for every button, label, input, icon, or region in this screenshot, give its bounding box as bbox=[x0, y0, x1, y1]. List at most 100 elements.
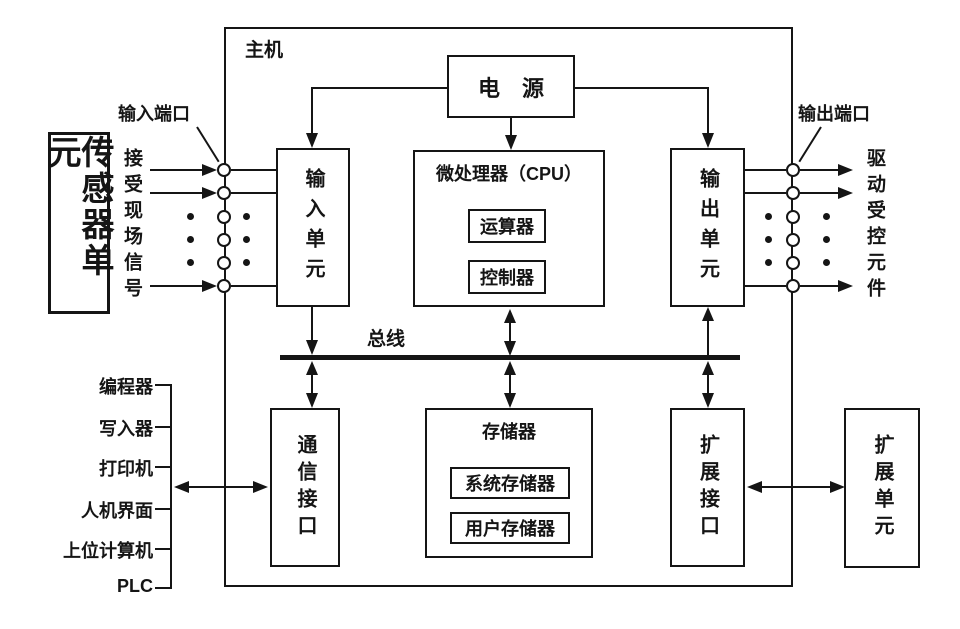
arrowhead-right-expunit bbox=[830, 481, 845, 493]
main-enclosure-label: 主机 bbox=[245, 40, 284, 61]
output-port-circle bbox=[786, 163, 800, 177]
power-drop-right bbox=[707, 87, 709, 135]
input-connector bbox=[231, 285, 276, 287]
power-supply-box: 电 源 bbox=[447, 55, 575, 118]
ellipsis-dot bbox=[243, 213, 250, 220]
peripheral-item: 上位计算机 bbox=[63, 541, 153, 561]
output-connector bbox=[745, 169, 786, 171]
memory-box bbox=[425, 408, 593, 558]
input-to-bus-line bbox=[311, 307, 313, 342]
input-connector bbox=[231, 169, 276, 171]
user-memory-box: 用户存储器 bbox=[450, 512, 570, 544]
output-wire bbox=[800, 169, 840, 171]
peripheral-tick bbox=[155, 426, 172, 428]
cpu-box bbox=[413, 150, 605, 307]
controller-box: 控制器 bbox=[468, 260, 546, 294]
input-unit-box: 输入单元 bbox=[276, 148, 350, 307]
arrowhead-down-output bbox=[702, 133, 714, 148]
peripheral-tick bbox=[155, 587, 172, 589]
arrowhead-right-out1 bbox=[838, 164, 853, 176]
cpu-title: 微处理器（CPU） bbox=[435, 164, 582, 184]
comm-link-line bbox=[186, 486, 256, 488]
output-port-circle bbox=[786, 210, 800, 224]
ellipsis-dot bbox=[187, 213, 194, 220]
ellipsis-dot bbox=[823, 259, 830, 266]
expansion-unit-box: 扩展单元 bbox=[844, 408, 920, 568]
arrowhead-down-bus bbox=[504, 341, 516, 356]
peripheral-tick bbox=[155, 508, 172, 510]
output-port-circle bbox=[786, 256, 800, 270]
arrowhead-right-comm bbox=[253, 481, 268, 493]
ellipsis-dot bbox=[187, 259, 194, 266]
arrowhead-right-out2 bbox=[838, 187, 853, 199]
alu-label: 运算器 bbox=[480, 217, 534, 237]
input-connector bbox=[231, 192, 276, 194]
output-target-caption: 驱动受控元件 bbox=[864, 148, 885, 304]
power-supply-label: 电 源 bbox=[477, 75, 544, 101]
output-port-circle bbox=[786, 233, 800, 247]
sensor-unit-label: 传感器单元 bbox=[44, 135, 114, 279]
bus-line bbox=[280, 355, 740, 360]
arrowhead-up-bus bbox=[504, 361, 516, 375]
expansion-link-line bbox=[759, 486, 833, 488]
arrowhead-right-in6 bbox=[202, 280, 217, 292]
input-port-circle bbox=[217, 256, 231, 270]
ellipsis-dot bbox=[823, 213, 830, 220]
bus-to-output-line bbox=[707, 319, 709, 355]
ellipsis-dot bbox=[765, 236, 772, 243]
input-port-label: 输入端口 bbox=[118, 104, 190, 124]
input-wire bbox=[150, 169, 204, 171]
power-line-right bbox=[575, 87, 708, 89]
input-port-circle bbox=[217, 163, 231, 177]
input-port-pointer-line bbox=[196, 126, 220, 163]
input-wire bbox=[150, 285, 204, 287]
ellipsis-dot bbox=[187, 236, 194, 243]
bus-label: 总线 bbox=[367, 329, 406, 350]
arrowhead-down-bus bbox=[306, 340, 318, 355]
output-wire bbox=[800, 285, 840, 287]
controller-label: 控制器 bbox=[480, 268, 534, 288]
input-signal-caption: 接受现场信号 bbox=[121, 148, 142, 304]
peripheral-tick bbox=[155, 548, 172, 550]
expansion-interface-box: 扩展接口 bbox=[670, 408, 745, 567]
output-unit-box: 输出单元 bbox=[670, 148, 745, 307]
output-unit-label: 输出单元 bbox=[696, 167, 719, 288]
input-wire bbox=[150, 192, 204, 194]
power-line-left bbox=[312, 87, 447, 89]
arrowhead-down-comm bbox=[306, 393, 318, 408]
bus-memory-line bbox=[509, 370, 511, 397]
peripheral-item: 编程器 bbox=[99, 377, 153, 397]
arrowhead-right-in2 bbox=[202, 187, 217, 199]
comm-interface-label: 通信接口 bbox=[294, 433, 316, 542]
expansion-unit-label: 扩展单元 bbox=[871, 434, 893, 542]
input-port-circle bbox=[217, 233, 231, 247]
bus-comm-line bbox=[311, 370, 313, 397]
peripheral-tick bbox=[155, 384, 172, 386]
arrowhead-up-bus bbox=[306, 361, 318, 375]
arrowhead-down-cpu bbox=[505, 135, 517, 150]
comm-interface-box: 通信接口 bbox=[270, 408, 340, 567]
arrowhead-right-in1 bbox=[202, 164, 217, 176]
user-memory-label: 用户存储器 bbox=[465, 519, 555, 539]
peripheral-item: 写入器 bbox=[99, 419, 153, 439]
peripheral-tick bbox=[155, 466, 172, 468]
memory-title: 存储器 bbox=[482, 422, 536, 442]
input-port-circle bbox=[217, 279, 231, 293]
arrowhead-down-memory bbox=[504, 393, 516, 408]
output-port-label: 输出端口 bbox=[798, 104, 870, 124]
peripheral-item: 人机界面 bbox=[81, 501, 153, 521]
peripheral-bus-line bbox=[170, 384, 172, 589]
arrowhead-left-expif bbox=[747, 481, 762, 493]
ellipsis-dot bbox=[243, 236, 250, 243]
power-drop-cpu bbox=[510, 118, 512, 137]
output-connector bbox=[745, 192, 786, 194]
input-port-circle bbox=[217, 186, 231, 200]
arrowhead-right-out6 bbox=[838, 280, 853, 292]
input-port-circle bbox=[217, 210, 231, 224]
arrowhead-left-peripherals bbox=[174, 481, 189, 493]
arrowhead-up-bus bbox=[702, 361, 714, 375]
alu-box: 运算器 bbox=[468, 209, 546, 243]
power-drop-left bbox=[311, 87, 313, 135]
output-port-circle bbox=[786, 279, 800, 293]
